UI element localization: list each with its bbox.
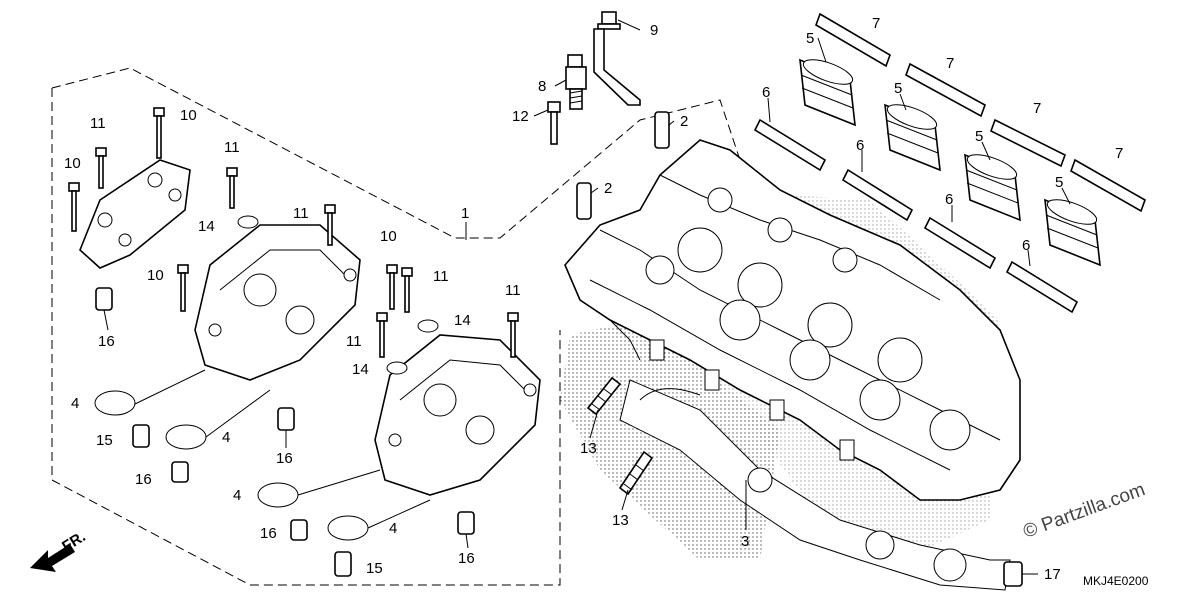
callout-16: 16 [260,525,277,542]
callout-2: 2 [604,180,612,197]
callout-4: 4 [71,395,79,412]
callout-7: 7 [1033,100,1041,117]
callout-16: 16 [276,450,293,467]
callout-4: 4 [233,487,241,504]
callout-5: 5 [975,128,983,145]
callout-10: 10 [180,107,197,124]
head-gasket [619,379,1011,591]
callout-16: 16 [458,550,475,567]
spark-plug [565,54,587,110]
dowel-15-16 [132,424,352,577]
callout-11: 11 [346,333,362,350]
front-direction-indicator: FR. [30,528,89,572]
cam-holder-left [79,159,191,311]
callout-5: 5 [894,80,902,97]
dowel-pin [576,111,670,220]
insulator [799,58,1101,267]
dowel-17 [1003,561,1023,587]
leader-lines [103,19,1071,575]
callout-13: 13 [580,440,597,457]
band-6 [753,118,1079,314]
callout-10: 10 [64,155,81,172]
callout-15: 15 [96,432,113,449]
callout-13: 13 [612,512,629,529]
callout-16: 16 [135,471,152,488]
callout-11: 11 [433,268,449,285]
o-ring-4 [94,390,369,541]
callout-1: 1 [461,205,469,222]
washer-14 [237,215,439,375]
callout-4: 4 [222,429,230,446]
front-arrow-icon [30,544,75,572]
cam-holder-right [374,334,541,535]
callout-10: 10 [380,228,397,245]
callout-6: 6 [856,137,864,154]
head-bolt [593,11,641,106]
callout-12: 12 [512,108,529,125]
band-7 [815,12,1146,213]
callout-2: 2 [680,113,688,130]
callout-7: 7 [946,55,954,72]
callout-17: 17 [1044,566,1061,583]
callout-labels: 9 8 12 2 2 1 3 13 13 17 7 7 7 7 5 5 5 5 … [64,15,1123,583]
callout-11: 11 [293,205,309,222]
callout-14: 14 [454,312,471,329]
callout-6: 6 [945,191,953,208]
diagram-code: MKJ4E0200 [1083,574,1149,588]
callout-7: 7 [872,15,880,32]
callout-7: 7 [1115,145,1123,162]
callout-15: 15 [366,560,383,577]
callout-6: 6 [1022,237,1030,254]
cam-holder-middle [194,224,361,431]
assembly-frame [51,67,741,586]
callout-6: 6 [762,84,770,101]
bolt-small [68,107,519,358]
callout-16: 16 [98,333,115,350]
cylinder-head [564,139,1021,501]
callout-11: 11 [224,139,240,156]
callout-8: 8 [538,78,546,95]
callout-9: 9 [650,22,658,39]
callout-3: 3 [741,533,749,550]
bolt-12 [547,101,561,145]
callout-5: 5 [806,30,814,47]
callout-14: 14 [352,361,369,378]
stud-bolt [586,376,654,496]
callout-11: 11 [505,282,521,299]
callout-10: 10 [147,267,164,284]
callout-11: 11 [90,115,106,132]
callout-5: 5 [1055,174,1063,191]
callout-4: 4 [389,520,397,537]
callout-14: 14 [198,218,215,235]
watermark: © Partzilla.com [1021,479,1148,543]
